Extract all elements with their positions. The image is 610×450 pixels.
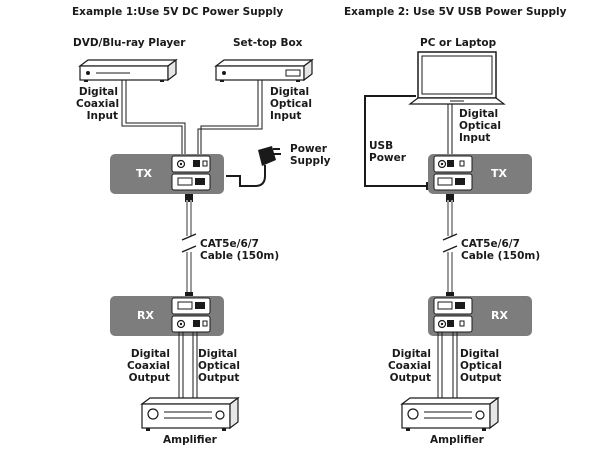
example1-title: Example 1:Use 5V DC Power Supply <box>72 6 284 18</box>
rx-ports-ex1 <box>171 297 211 333</box>
source-label-laptop: PC or Laptop <box>420 37 497 49</box>
power-adapter-icon <box>226 146 281 187</box>
set-top-box-icon <box>214 58 314 82</box>
tx-ports-ex2 <box>433 155 473 191</box>
source-label-settop: Set-top Box <box>233 37 303 49</box>
input-cable-ex2 <box>447 104 453 154</box>
tx-label-ex1: TX <box>136 167 152 180</box>
dvd-player-icon <box>78 58 178 82</box>
cable-ex1 <box>181 194 197 300</box>
amplifier-icon-ex2 <box>400 396 500 431</box>
rx-label-ex1: RX <box>137 309 154 322</box>
source-label-dvd: DVD/Blu-ray Player <box>73 37 186 49</box>
laptop-icon <box>408 51 506 105</box>
rx-ports-ex2 <box>433 297 473 333</box>
example2-title: Example 2: Use 5V USB Power Supply <box>344 6 567 18</box>
tx-label-ex2: TX <box>491 167 507 180</box>
tx-ports-ex1 <box>171 155 211 191</box>
output-cables-ex2 <box>437 332 458 404</box>
output-cables-ex1 <box>178 332 198 404</box>
amplifier-icon-ex1 <box>140 396 240 431</box>
amplifier-label-ex1: Amplifier <box>163 434 217 446</box>
rx-label-ex2: RX <box>491 309 508 322</box>
cable-ex2 <box>442 194 458 300</box>
amplifier-label-ex2: Amplifier <box>430 434 484 446</box>
input-cables-ex1 <box>121 80 263 154</box>
